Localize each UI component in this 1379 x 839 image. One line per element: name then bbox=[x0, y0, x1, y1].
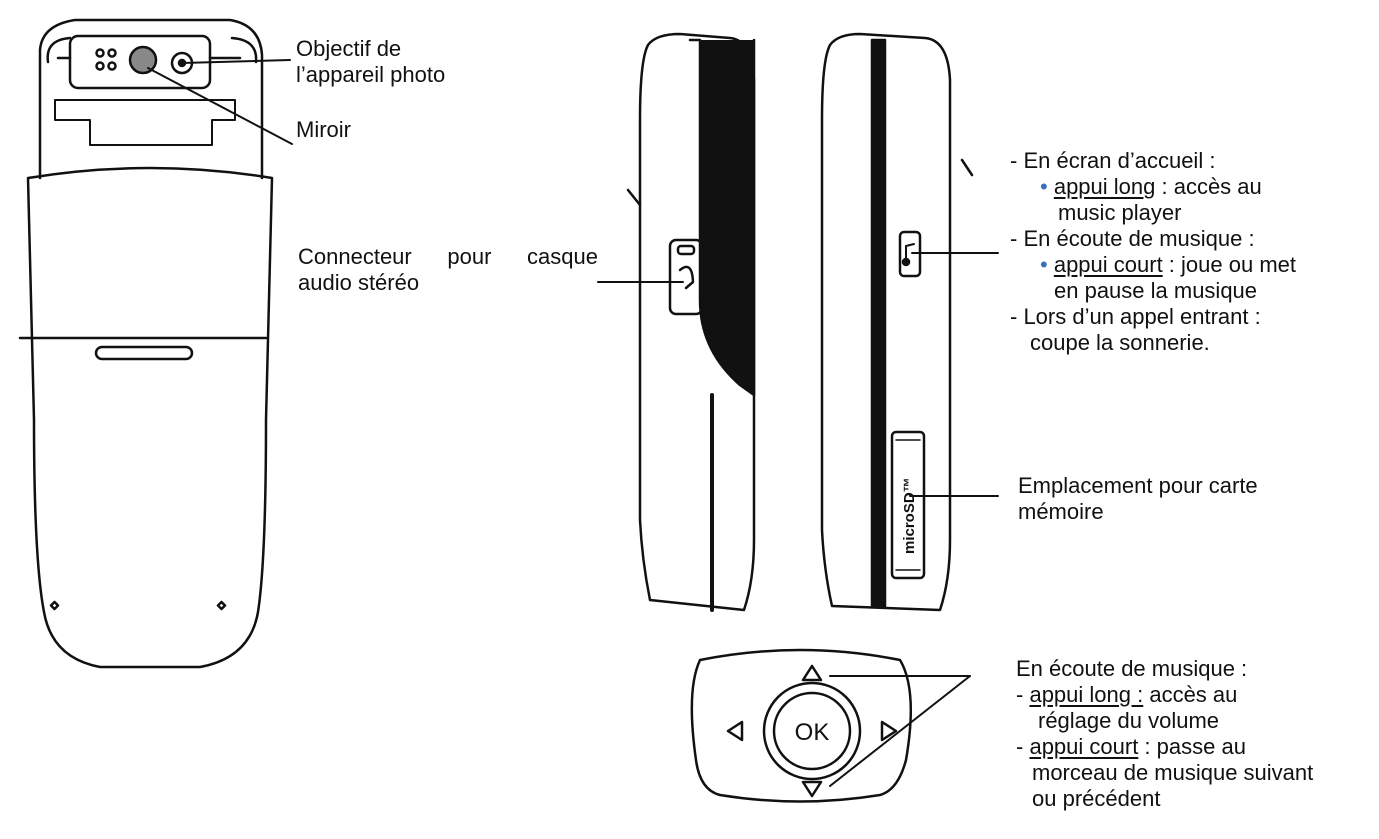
left-arrow-icon bbox=[726, 720, 744, 742]
up-arrow-icon bbox=[801, 664, 823, 682]
connecteur-label: Connecteur pour casque audio stéréo bbox=[298, 244, 598, 296]
phone-right-side-view bbox=[820, 32, 974, 612]
nav-short-press-cont1: morceau de musique suivant bbox=[1032, 760, 1314, 785]
objectif-line2: l’appareil photo bbox=[296, 62, 446, 87]
home-screen-title: - En écran d’accueil : bbox=[1010, 148, 1216, 173]
long-press-rest: : accès au bbox=[1155, 174, 1262, 199]
phone-back-view bbox=[18, 18, 274, 669]
mirror-icon bbox=[128, 45, 158, 75]
objectif-label: Objectif de l’appareil photo bbox=[296, 36, 445, 88]
objectif-line1: Objectif de bbox=[296, 36, 402, 61]
microsd-line2: mémoire bbox=[1018, 499, 1104, 524]
incoming-call-cont: coupe la sonnerie. bbox=[1030, 330, 1210, 355]
cover-release-slot bbox=[94, 345, 194, 361]
nav-long-press-cont: réglage du volume bbox=[1038, 708, 1220, 733]
nav-long-press-term: appui long : bbox=[1029, 682, 1144, 707]
nav-short-press-rest: : passe au bbox=[1138, 734, 1246, 759]
leader-lines bbox=[147, 59, 999, 787]
connecteur-word2: pour bbox=[447, 244, 492, 269]
microsd-line1: Emplacement pour carte bbox=[1018, 473, 1258, 498]
nav-short-press-cont2: ou précédent bbox=[1032, 786, 1161, 811]
microsd-slot bbox=[890, 430, 926, 580]
bullet-icon: • bbox=[1040, 174, 1048, 199]
nav-long-press-rest: accès au bbox=[1143, 682, 1238, 707]
short-press-rest: : joue ou met bbox=[1162, 252, 1296, 277]
short-press-term: appui court bbox=[1053, 252, 1163, 277]
long-press-term: appui long bbox=[1053, 174, 1156, 199]
short-press-cont: en pause la musique bbox=[1054, 278, 1258, 303]
listening-title: - En écoute de musique : bbox=[1010, 226, 1255, 251]
nav-dash: - bbox=[1016, 734, 1030, 759]
nav-short-press-term: appui court bbox=[1029, 734, 1139, 759]
nav-dash: - bbox=[1016, 682, 1030, 707]
incoming-call-title: - Lors d’un appel entrant : bbox=[1010, 304, 1261, 329]
music-key-label: - En écran d’accueil : • appui long : ac… bbox=[1010, 148, 1296, 356]
connecteur-line2: audio stéréo bbox=[298, 270, 420, 295]
phone-left-side-view bbox=[626, 32, 756, 612]
microsd-label: Emplacement pour carte mémoire bbox=[1018, 473, 1258, 525]
headset-jack bbox=[668, 238, 704, 316]
ok-button-label: OK bbox=[795, 719, 830, 746]
connecteur-word1: Connecteur bbox=[298, 244, 412, 269]
connecteur-word3: casque bbox=[527, 244, 598, 269]
navigation-key bbox=[690, 648, 913, 803]
bullet-icon: • bbox=[1040, 252, 1048, 277]
miroir-label: Miroir bbox=[296, 117, 351, 142]
speaker-grille-icon bbox=[95, 48, 105, 58]
nav-key-label: En écoute de musique : - appui long : ac… bbox=[1016, 656, 1313, 812]
right-arrow-icon bbox=[880, 720, 898, 742]
nav-title: En écoute de musique : bbox=[1016, 656, 1248, 681]
down-arrow-icon bbox=[801, 780, 823, 798]
microsd-logo: microSD™ bbox=[901, 477, 918, 554]
long-press-cont: music player bbox=[1058, 200, 1182, 225]
